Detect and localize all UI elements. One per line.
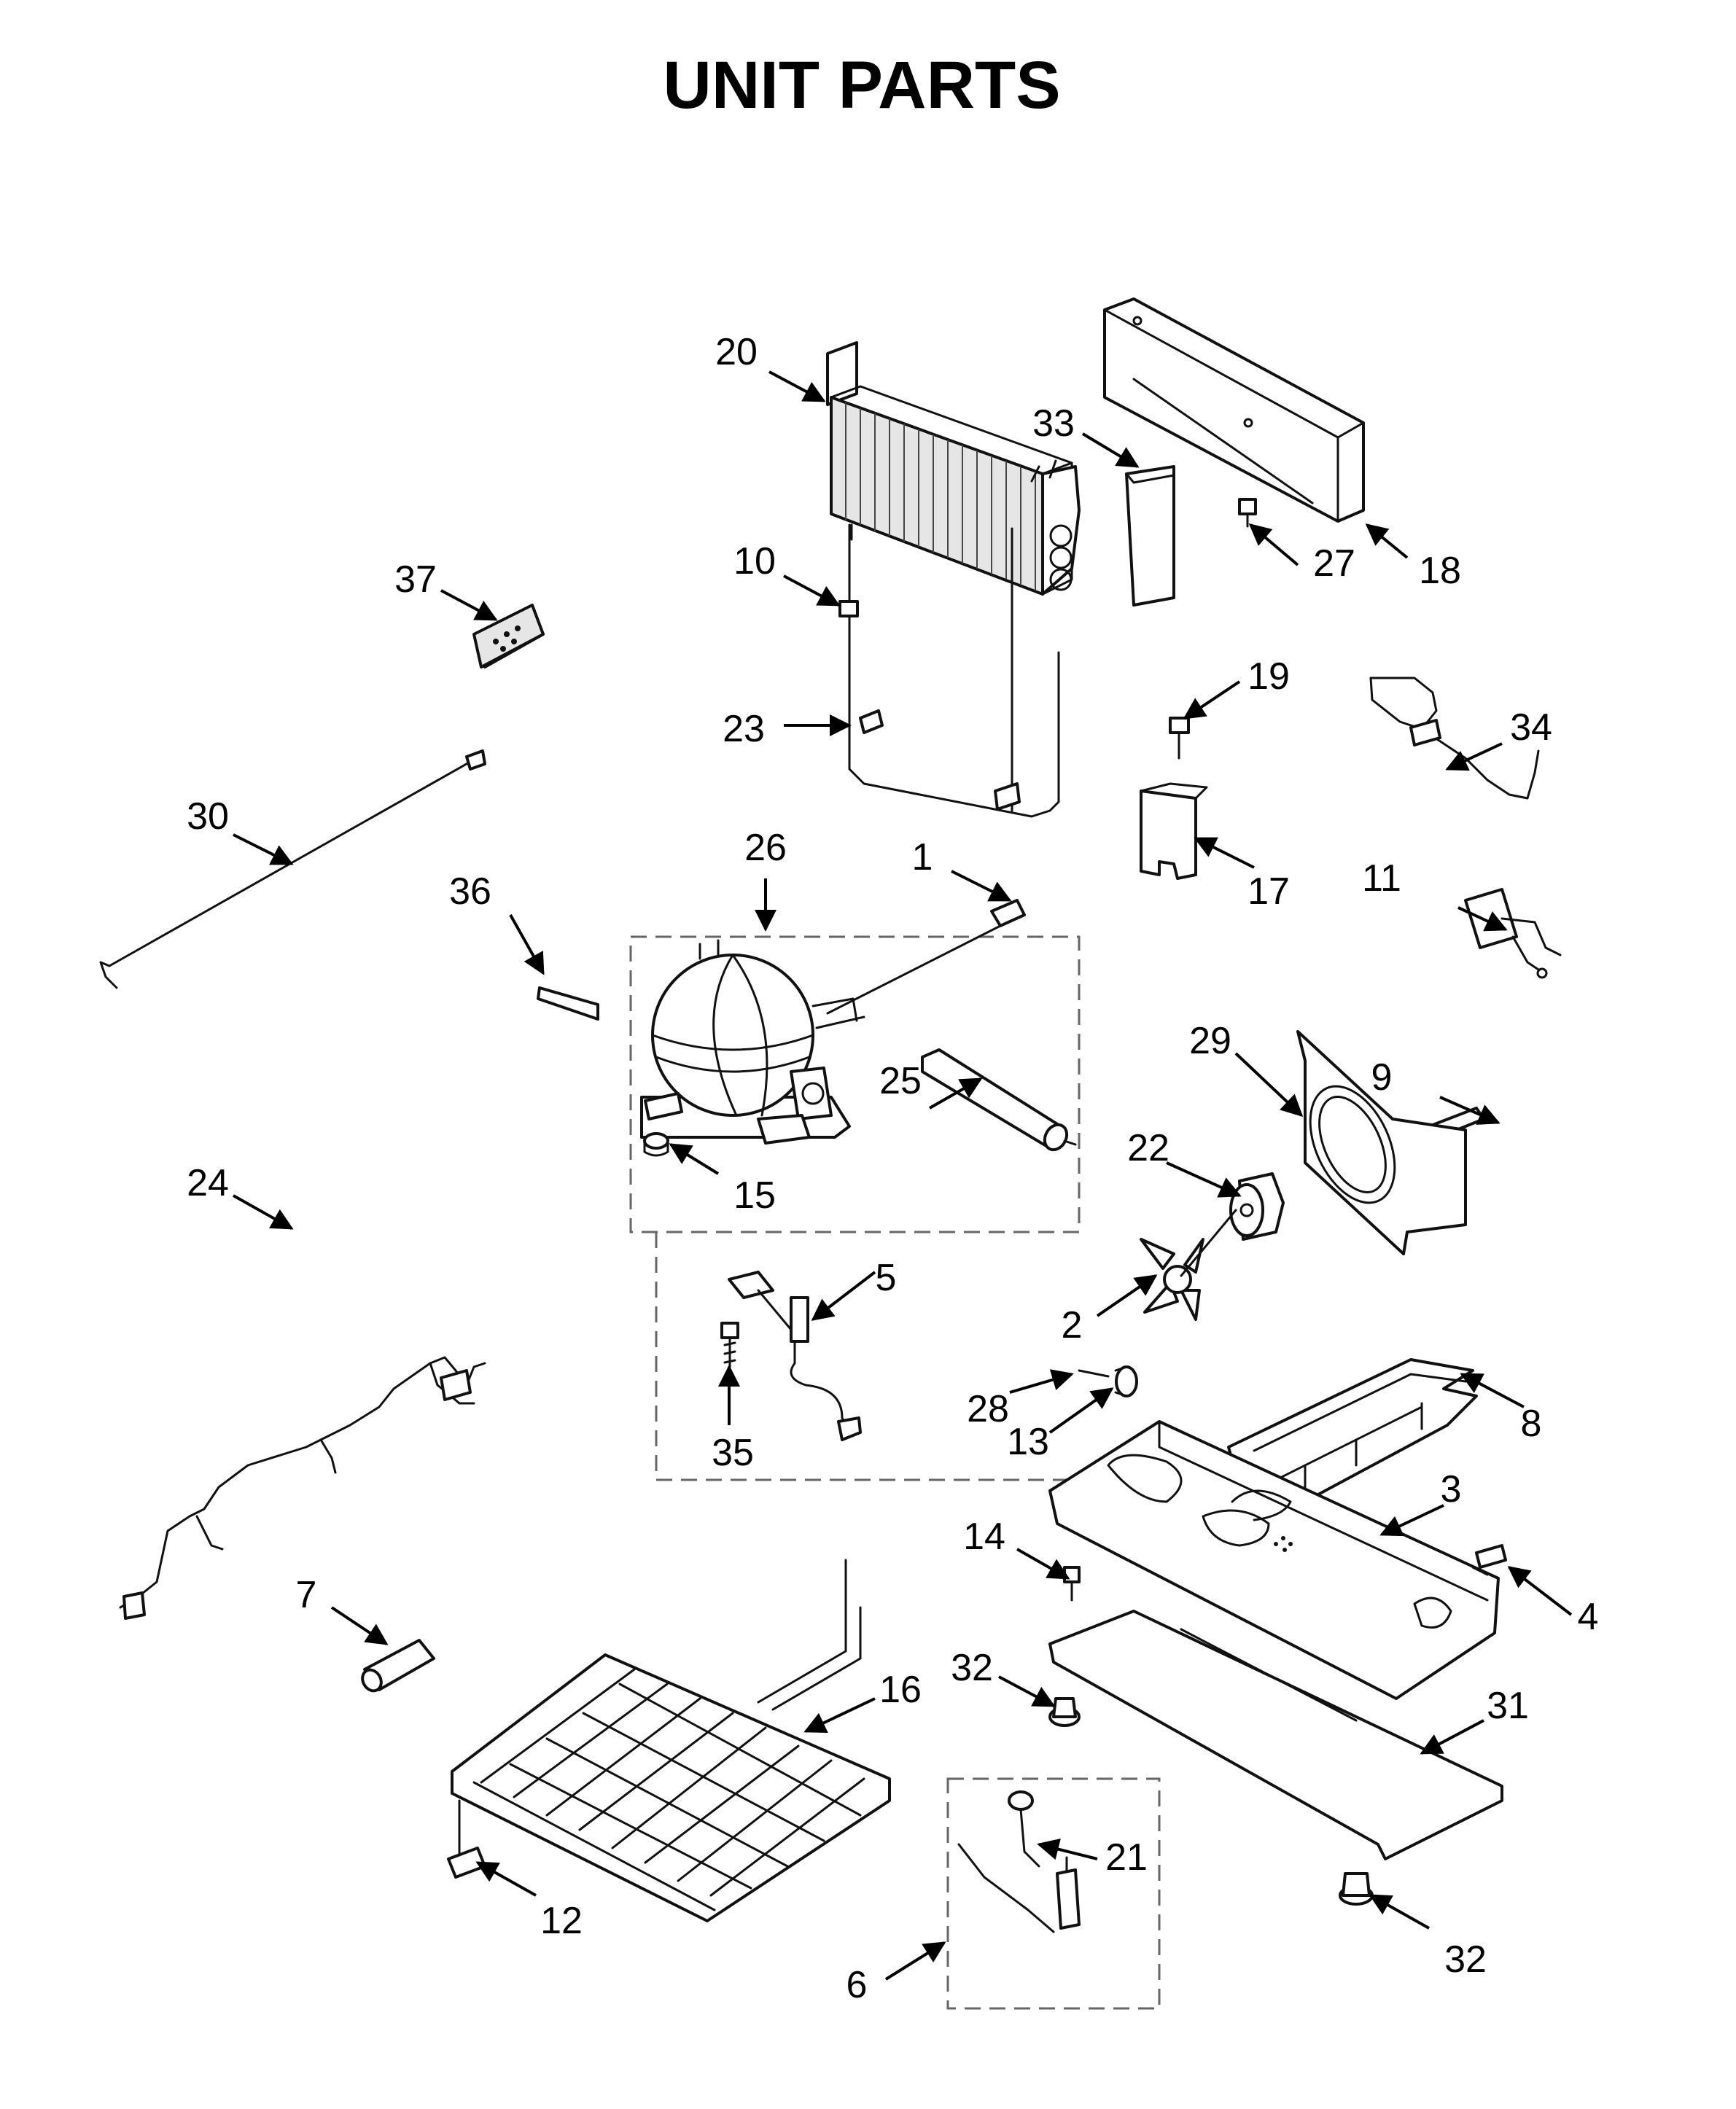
- wire-harness-24: [119, 1356, 486, 1620]
- screw-19: [1169, 717, 1190, 760]
- callout-20: 20: [715, 331, 758, 373]
- base-plate: [1048, 1420, 1500, 1700]
- tube-assembly-34: [1369, 677, 1540, 800]
- callout-13: 13: [1007, 1421, 1049, 1463]
- bracket-12: [447, 1799, 486, 1879]
- screw-27: [1238, 498, 1257, 528]
- callout-23: 23: [723, 708, 765, 750]
- callout-26: 26: [744, 827, 787, 869]
- callout-24: 24: [187, 1162, 229, 1204]
- fan-shroud: [1296, 1030, 1467, 1255]
- leveling-foot-32a: [1048, 1697, 1081, 1727]
- callout-29: 29: [1189, 1020, 1231, 1062]
- callout-arrows: [233, 370, 1573, 1981]
- pin-28: [1078, 1369, 1110, 1378]
- callout-labels: 20 33 27 18 10 37 23 19 34 17 11 30 36 2…: [187, 331, 1598, 2006]
- callout-37: 37: [394, 558, 437, 601]
- callout-36: 36: [449, 870, 491, 913]
- page-title: UNIT PARTS: [663, 48, 1060, 122]
- screw-4: [1471, 1544, 1507, 1576]
- callout-33: 33: [1032, 402, 1075, 445]
- strap-36: [537, 986, 599, 1021]
- callout-12: 12: [540, 1900, 583, 1942]
- wire-harness-30: [99, 749, 486, 989]
- tube-7: [361, 1639, 435, 1693]
- callout-25: 25: [879, 1060, 922, 1102]
- callout-34: 34: [1510, 706, 1552, 749]
- callout-32-upper: 32: [951, 1647, 993, 1689]
- callout-10: 10: [733, 540, 776, 582]
- callout-17: 17: [1247, 870, 1290, 913]
- callout-3: 3: [1441, 1468, 1462, 1510]
- bracket-17: [1140, 782, 1208, 880]
- drier-filter: [921, 1048, 1077, 1152]
- callout-31: 31: [1487, 1685, 1529, 1727]
- callout-28: 28: [967, 1388, 1009, 1430]
- callout-2: 2: [1062, 1304, 1083, 1346]
- callout-27: 27: [1313, 542, 1355, 585]
- callout-4: 4: [1578, 1596, 1599, 1638]
- callout-35: 35: [712, 1432, 754, 1474]
- condenser-coil: [826, 341, 1081, 596]
- condenser-baffle: [1125, 465, 1175, 607]
- heater-6: [957, 1843, 1081, 1933]
- fan-blade: [1140, 1209, 1237, 1321]
- callout-6: 6: [846, 1964, 868, 2006]
- thermistor-21: [1008, 1790, 1040, 1868]
- machine-compartment-cover: [1103, 297, 1365, 523]
- start-relay: [1464, 888, 1562, 979]
- assembly-outlines: [629, 935, 1161, 2010]
- condenser-tubing: [838, 523, 1060, 818]
- callout-19: 19: [1247, 655, 1290, 698]
- callout-21: 21: [1105, 1836, 1148, 1879]
- grommet-15: [643, 1132, 669, 1157]
- screw-35: [720, 1322, 739, 1368]
- control-board: [472, 604, 545, 668]
- callout-11: 11: [1362, 857, 1401, 900]
- callout-7: 7: [296, 1574, 317, 1616]
- callout-14: 14: [963, 1516, 1005, 1558]
- callout-18: 18: [1419, 550, 1461, 592]
- screw-14: [1063, 1566, 1081, 1602]
- evaporator-coil: [451, 1559, 891, 1922]
- fitting-1: [826, 899, 1026, 1015]
- process-tube-5: [728, 1271, 862, 1441]
- callout-32-lower: 32: [1444, 1938, 1487, 1981]
- fan-motor: [1229, 1172, 1285, 1241]
- leveling-foot-32b: [1339, 1872, 1374, 1906]
- callout-9: 9: [1371, 1056, 1393, 1099]
- callout-5: 5: [876, 1257, 897, 1299]
- callout-22: 22: [1127, 1127, 1169, 1169]
- callout-30: 30: [187, 795, 229, 838]
- compressor: [640, 939, 865, 1145]
- callout-15: 15: [733, 1174, 776, 1217]
- callout-8: 8: [1521, 1403, 1542, 1445]
- bottom-panel: [1048, 1610, 1503, 1860]
- callout-1: 1: [912, 836, 933, 878]
- callout-16: 16: [879, 1669, 922, 1711]
- bushing-13: [1114, 1365, 1138, 1397]
